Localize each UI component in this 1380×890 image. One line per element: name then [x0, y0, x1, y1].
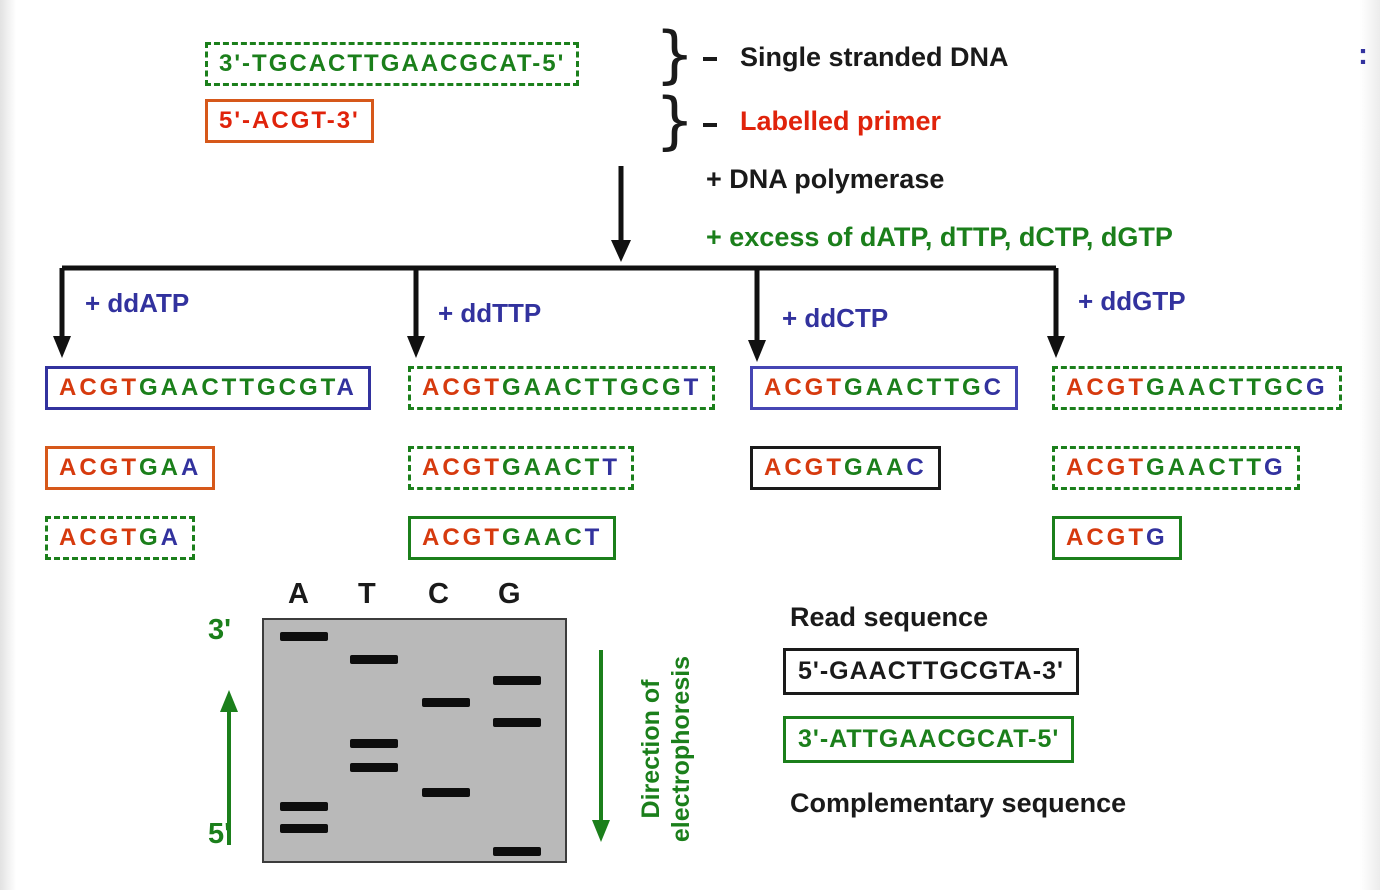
fragment-terminator: G: [1305, 374, 1328, 401]
fragment-box-ddttp-2: ACGTGAACTT: [408, 446, 634, 490]
fragment-box-ddgtp-3: ACGTG: [1052, 516, 1182, 560]
fragment-box-ddctp-1: ACGTGAACTTGC: [750, 366, 1018, 410]
branch-arrowhead-ddctp: [748, 340, 766, 362]
gel-lane-header-g: G: [498, 578, 521, 610]
fragment-terminator: G: [1146, 524, 1168, 551]
gel-band-lane-A: [280, 802, 328, 811]
branch-arrowhead-ddgtp: [1047, 336, 1065, 358]
fragment-primer: ACGT: [1066, 374, 1146, 401]
fragment-extension: GAACTTG: [844, 374, 984, 401]
fragment-primer: ACGT: [764, 454, 844, 481]
gel-band-lane-G: [493, 847, 541, 856]
fragment-box-ddttp-3: ACGTGAACT: [408, 516, 617, 560]
ddttp-label: + ddTTP: [438, 298, 542, 328]
brace-icon: }: [655, 84, 695, 157]
fragment-extension: GAACTTGC: [1146, 374, 1306, 401]
fragment-terminator: A: [160, 524, 182, 551]
fragment-terminator: C: [906, 454, 927, 481]
labelled-primer-box: 5'-ACGT-3': [205, 99, 374, 143]
electrophoresis-direction-label: Direction of electrophoresis: [636, 609, 698, 889]
gel-3prime-label: 3': [208, 614, 232, 646]
main-flow-arrowhead: [611, 240, 631, 262]
gel-band-lane-G: [493, 718, 541, 727]
primer-label: Labelled primer: [740, 106, 942, 136]
fragment-box-ddgtp-2: ACGTGAACTTG: [1052, 446, 1300, 490]
fragment-box-ddttp-1: ACGTGAACTTGCGT: [408, 366, 716, 410]
fragment-primer: ACGT: [422, 524, 502, 551]
fragment-terminator: T: [584, 524, 603, 551]
direction-label-line2: electrophoresis: [667, 655, 695, 843]
fragment-primer: ACGT: [59, 524, 139, 551]
fragment-extension: GA: [139, 454, 181, 481]
fragment-primer: ACGT: [1066, 454, 1146, 481]
fragment-terminator: T: [683, 374, 702, 401]
ssdna-template-sequence: 3'-TGCACTTGAACGCAT-5': [219, 50, 566, 77]
fragment-primer: ACGT: [422, 454, 502, 481]
gel-band-lane-T: [350, 763, 398, 772]
fragment-terminator: G: [1263, 454, 1286, 481]
fragment-extension: GAACTTGCG: [502, 374, 684, 401]
labelled-primer-sequence: 5'-ACGT-3': [219, 107, 360, 134]
fragment-extension: GAACTTGCGT: [139, 374, 337, 401]
ssdna-label: Single stranded DNA: [740, 42, 1009, 72]
gel-band-lane-G: [493, 676, 541, 685]
polymerase-label: + DNA polymerase: [706, 164, 945, 194]
gel-band-lane-C: [422, 698, 470, 707]
fragment-box-ddctp-2: ACGTGAAC: [750, 446, 941, 490]
electrophoresis-down-arrowhead: [592, 820, 610, 842]
fragment-extension: GAACTT: [1146, 454, 1264, 481]
fragment-box-ddatp-2: ACGTGAA: [45, 446, 216, 490]
fragment-primer: ACGT: [422, 374, 502, 401]
fragment-primer: ACGT: [59, 374, 139, 401]
read-sequence-title: Read sequence: [790, 602, 989, 632]
gel-band-lane-A: [280, 632, 328, 641]
gel-band-lane-C: [422, 788, 470, 797]
fragment-extension: GAAC: [502, 524, 585, 551]
fragment-primer: ACGT: [1066, 524, 1146, 551]
fragment-primer: ACGT: [59, 454, 139, 481]
brace-icon: }: [655, 18, 695, 91]
gel-lane-header-a: A: [288, 578, 309, 610]
complementary-sequence-box: 3'-ATTGAACGCAT-5': [783, 716, 1075, 763]
gel-lane-header-c: C: [428, 578, 449, 610]
clipped-edge-artifact: :: [1358, 38, 1368, 71]
complementary-sequence-title: Complementary sequence: [790, 788, 1127, 818]
fragment-terminator: T: [602, 454, 620, 481]
read-sequence-box: 5'-GAACTTGCGTA-3': [783, 648, 1079, 695]
fragment-box-ddgtp-1: ACGTGAACTTGCG: [1052, 366, 1342, 410]
gel-band-lane-A: [280, 824, 328, 833]
ssdna-template-box: 3'-TGCACTTGAACGCAT-5': [205, 42, 580, 86]
fragment-extension: GAA: [844, 454, 907, 481]
fragment-box-ddatp-1: ACGTGAACTTGCGTA: [45, 366, 371, 410]
direction-label-line1: Direction of: [637, 679, 665, 819]
gel-5prime-label: 5': [208, 818, 232, 850]
gel-band-lane-T: [350, 655, 398, 664]
fragment-terminator: A: [336, 374, 357, 401]
read-sequence-value: 5'-GAACTTGCGTA-3': [798, 657, 1064, 685]
fragment-terminator: C: [983, 374, 1004, 401]
fragment-primer: ACGT: [764, 374, 844, 401]
brace-tick-icon: [703, 123, 717, 127]
gel-up-arrowhead: [220, 690, 238, 712]
ddgtp-label: + ddGTP: [1078, 286, 1186, 316]
fragment-extension: GAACT: [502, 454, 603, 481]
fragment-box-ddatp-3: ACGTGA: [45, 516, 196, 560]
brace-tick-icon: [703, 57, 717, 61]
ddctp-label: + ddCTP: [782, 303, 889, 333]
ddatp-label: + ddATP: [85, 288, 190, 318]
fragment-extension: G: [139, 524, 161, 551]
gel-lane-header-t: T: [358, 578, 376, 610]
fragment-terminator: A: [181, 454, 202, 481]
branch-arrowhead-ddatp: [53, 336, 71, 358]
gel-plate: [262, 618, 567, 863]
gel-band-lane-T: [350, 739, 398, 748]
complementary-sequence-value: 3'-ATTGAACGCAT-5': [798, 725, 1060, 753]
dntp-excess-label: + excess of dATP, dTTP, dCTP, dGTP: [706, 222, 1173, 252]
branch-arrowhead-ddttp: [407, 336, 425, 358]
